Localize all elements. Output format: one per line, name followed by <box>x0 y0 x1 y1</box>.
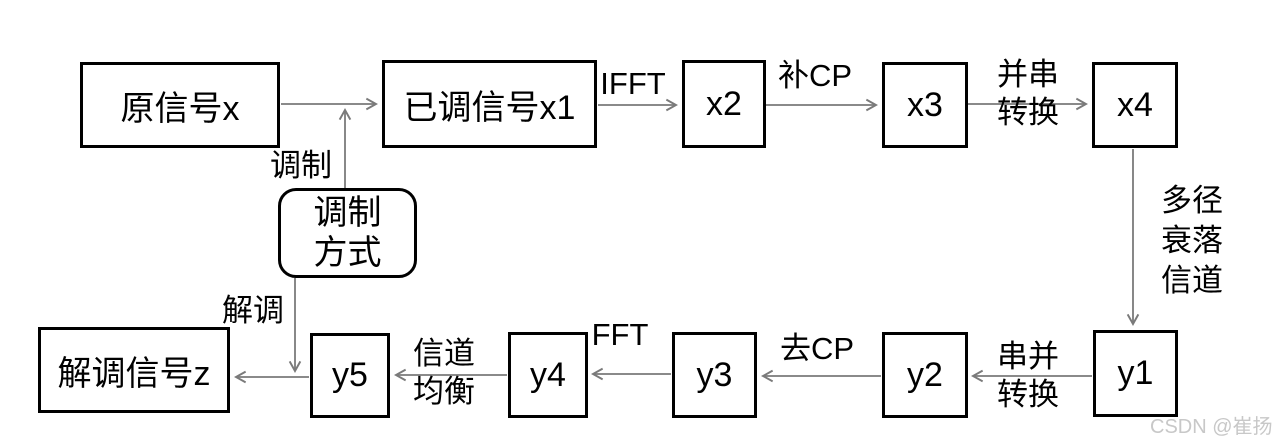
box-y4: y4 <box>508 332 588 418</box>
label-demodulate: 解调 <box>222 293 284 328</box>
modulation-mode-line2: 方式 <box>313 234 382 272</box>
label-fft: FFT <box>591 317 649 352</box>
box-y3: y3 <box>672 332 757 418</box>
box-y1: y1 <box>1093 330 1178 417</box>
label-multipath-fading-channel: 多径 衰落 信道 <box>1161 183 1223 298</box>
box-modulated-signal: 已调信号x1 <box>382 60 597 148</box>
label-parallel-to-serial: 并串 转换 <box>997 57 1059 130</box>
box-modulation-mode: 调制 方式 <box>278 188 417 278</box>
label-add-cp: 补CP <box>777 58 853 93</box>
label-ifft: IFFT <box>600 66 666 101</box>
box-y5: y5 <box>310 333 390 418</box>
modulation-mode-line1: 调制 <box>313 194 382 232</box>
box-x3: x3 <box>882 62 968 148</box>
label-serial-to-parallel: 串并 转换 <box>997 339 1059 412</box>
box-x4: x4 <box>1092 62 1178 148</box>
label-remove-cp: 去CP <box>779 331 855 366</box>
box-y2: y2 <box>882 332 968 418</box>
csdn-watermark: CSDN @崔扬 <box>1150 416 1273 438</box>
box-source-signal: 原信号x <box>80 62 280 148</box>
box-x2: x2 <box>682 60 766 148</box>
label-modulate: 调制 <box>270 148 332 183</box>
box-demodulated-signal: 解调信号z <box>38 327 230 413</box>
label-channel-equalization: 信道 均衡 <box>413 336 475 409</box>
